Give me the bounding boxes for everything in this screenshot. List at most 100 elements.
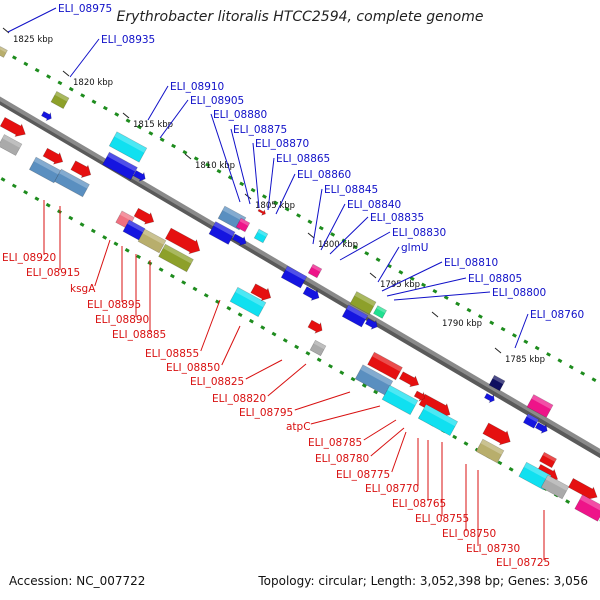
feature-arrow-shape (398, 371, 420, 388)
leader-line-bottom-12 (310, 405, 381, 425)
feature-arrow-shape (364, 318, 378, 330)
feature-highlight (2, 134, 22, 148)
feature-block-shape (307, 263, 323, 279)
gene-label-bottom-11: ELI_08795 (239, 407, 293, 419)
feature-block-shape (367, 351, 403, 381)
feature-arrow-shape (232, 233, 247, 246)
kbp-tick-label-8: 1790 kbp (442, 319, 482, 329)
gene-feature-33 (341, 304, 369, 328)
feature-block-shape (475, 438, 505, 464)
kbp-tick-label-9: 1785 kbp (505, 355, 545, 365)
feature-highlight (387, 385, 418, 406)
kbp-tick-mark-7 (369, 272, 377, 279)
feature-highlight (311, 264, 322, 272)
accession-label: Accession: NC_007722 (9, 574, 146, 588)
feature-highlight (33, 157, 61, 175)
leader-line-top-5 (210, 113, 241, 203)
leader-line-top-7 (252, 142, 260, 209)
kbp-tick-label-4: 1810 kbp (195, 161, 235, 171)
gene-label-bottom-8: ELI_08850 (166, 362, 220, 374)
feature-arrow-shape (568, 478, 598, 500)
kbp-tick-mark-6 (307, 232, 315, 239)
genome-stats-label: Topology: circular; Length: 3,052,398 bp… (258, 574, 588, 588)
gene-feature-27 (307, 319, 323, 334)
gene-feature-20 (235, 217, 251, 233)
leader-line-bottom-9 (245, 359, 283, 380)
gene-feature-15 (122, 219, 146, 241)
kbp-tick-mark-4 (184, 153, 192, 160)
gene-label-bottom-21: ELI_08725 (496, 557, 550, 569)
feature-arrow-shape (413, 390, 425, 402)
feature-highlight (423, 404, 458, 427)
feature-highlight (545, 475, 569, 491)
gene-feature-2 (50, 90, 70, 110)
feature-highlight (59, 169, 90, 189)
gene-label-top-12: ELI_08835 (370, 212, 424, 224)
leader-line-bottom-7 (200, 299, 221, 352)
kbp-tick-mark-1 (2, 27, 10, 34)
feature-highlight (480, 439, 504, 455)
gene-feature-44 (484, 393, 495, 404)
gene-label-top-5: ELI_08880 (213, 109, 267, 121)
leader-line-top-6 (230, 128, 251, 205)
gene-label-bottom-10: ELI_08820 (212, 393, 266, 405)
gene-label-bottom-20: ELI_08730 (466, 543, 520, 555)
kbp-tick-label-3: 1815 kbp (133, 120, 173, 130)
feature-highlight (376, 305, 387, 314)
leader-line-top-11 (320, 203, 346, 251)
gene-label-top-8: ELI_08865 (276, 153, 330, 165)
gene-feature-39 (381, 384, 419, 416)
leader-line-top-2 (69, 38, 100, 78)
gene-label-bottom-7: ELI_08855 (145, 348, 199, 360)
feature-block-shape (280, 265, 308, 289)
kbp-tick-label-7: 1795 kbp (380, 280, 420, 290)
gene-label-top-7: ELI_08870 (255, 138, 309, 150)
leader-line-top-18 (514, 313, 529, 349)
gene-label-bottom-5: ELI_08890 (95, 314, 149, 326)
gene-label-bottom-13: ELI_08785 (308, 437, 362, 449)
gene-feature-43 (488, 374, 506, 392)
gene-feature-10 (108, 131, 148, 163)
feature-block-shape (229, 286, 267, 318)
feature-arrow-shape (302, 286, 320, 301)
gene-feature-3 (41, 111, 52, 122)
feature-block-shape (349, 291, 377, 315)
feature-highlight (0, 46, 8, 53)
feature-block-shape (253, 228, 269, 244)
gene-feature-55 (539, 451, 557, 469)
gene-label-top-11: ELI_08840 (347, 199, 401, 211)
feature-block-shape (54, 168, 90, 198)
kbp-tick-mark-2 (62, 70, 70, 77)
gene-feature-42 (413, 390, 425, 402)
feature-block-shape (309, 339, 327, 357)
feature-highlight (360, 364, 393, 386)
feature-block-shape (341, 304, 369, 328)
gene-label-top-15: ELI_08810 (444, 257, 498, 269)
feature-block-shape (158, 243, 194, 273)
feature-block-shape (50, 90, 70, 110)
gene-feature-11 (102, 151, 138, 181)
feature-highlight (222, 206, 246, 222)
gene-label-top-10: ELI_08845 (324, 184, 378, 196)
feature-block-shape (522, 413, 540, 429)
feature-arrow-shape (307, 319, 323, 334)
feature-highlight (119, 210, 135, 222)
gene-feature-5 (0, 134, 23, 156)
feature-block-shape (108, 131, 148, 163)
leader-line-bottom-8 (221, 325, 241, 366)
feature-block-shape (526, 394, 554, 418)
gene-feature-53 (568, 478, 598, 500)
gene-label-bottom-2: ELI_08915 (26, 267, 80, 279)
gene-feature-22 (232, 233, 247, 246)
dotted-track-1 (0, 47, 600, 385)
leader-line-bottom-13 (363, 419, 397, 441)
feature-highlight (54, 91, 70, 102)
feature-arrow-shape (70, 160, 92, 179)
leader-line-bottom-15 (391, 431, 407, 473)
feature-highlight (127, 219, 146, 233)
feature-block-shape (0, 134, 23, 156)
kbp-tick-label-2: 1820 kbp (73, 78, 113, 88)
leader-line-top-3 (147, 85, 169, 121)
feature-highlight (354, 291, 377, 307)
